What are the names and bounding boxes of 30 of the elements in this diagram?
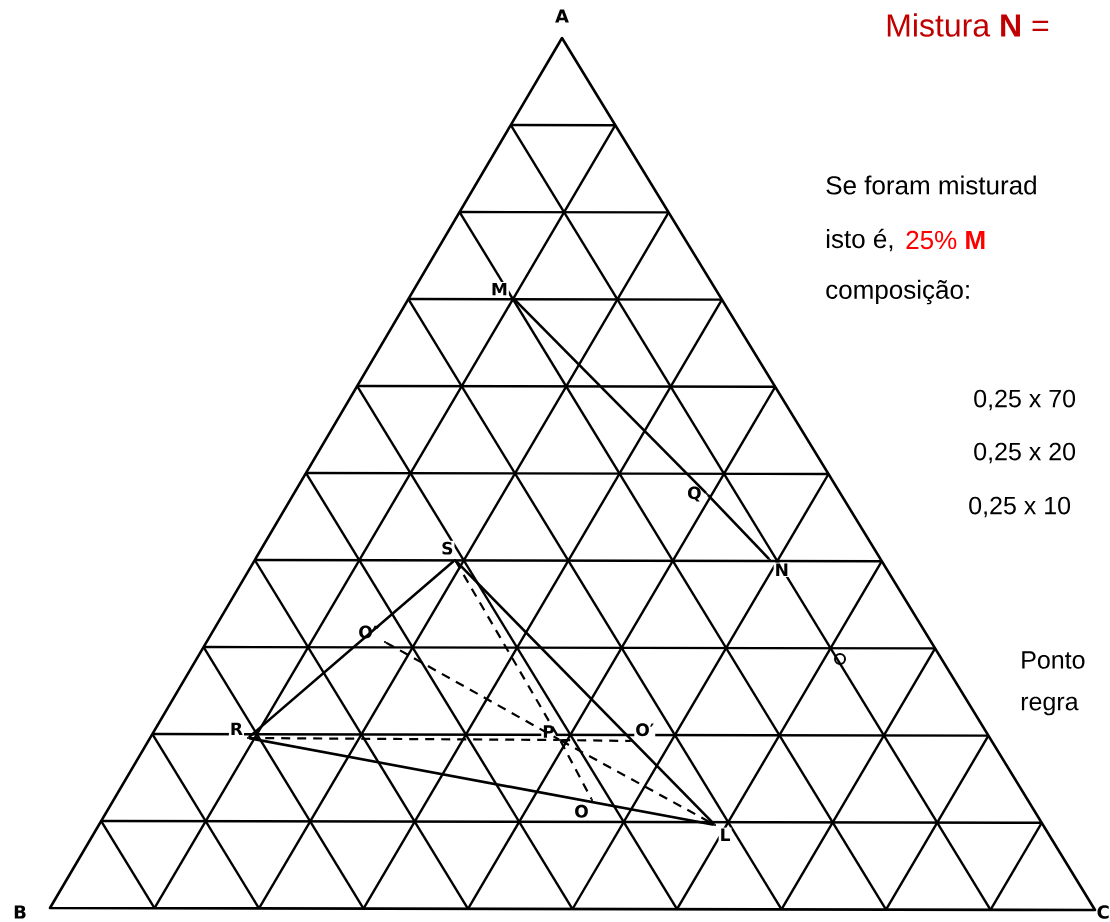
line: [385, 641, 560, 741]
line: [248, 559, 455, 739]
text-line: composição:: [826, 279, 969, 305]
text-line: regra: [1021, 696, 1079, 716]
point-label: N: [769, 559, 790, 577]
text-line: Se foram misturad: [826, 175, 1036, 195]
vertex-label: A: [555, 9, 569, 23]
point-label: R: [228, 721, 249, 739]
title: Mistura N =: [887, 13, 1049, 37]
line: [706, 494, 771, 561]
vertex-label: C: [1097, 905, 1109, 919]
text-line: Ponto: [1022, 651, 1085, 669]
point-label: S: [440, 540, 456, 561]
line: [561, 738, 631, 743]
point-label: L: [714, 824, 732, 842]
line: [248, 736, 715, 827]
line: [559, 740, 593, 800]
point-label: O′: [631, 722, 656, 742]
text-line: 0,25 x 10: [969, 496, 1071, 518]
vertex-label: B: [14, 905, 26, 919]
line: [454, 559, 716, 826]
text-line: isto é,: [826, 228, 893, 252]
text-line: 25% M: [906, 230, 985, 250]
point-label: Q: [686, 485, 708, 503]
text-line: 0,25 x 70: [974, 389, 1076, 411]
line: [512, 297, 708, 495]
line: [249, 736, 559, 742]
point-label: M: [489, 282, 514, 299]
text-line: 0,25 x 20: [974, 442, 1076, 464]
point-label: O: [573, 799, 593, 819]
